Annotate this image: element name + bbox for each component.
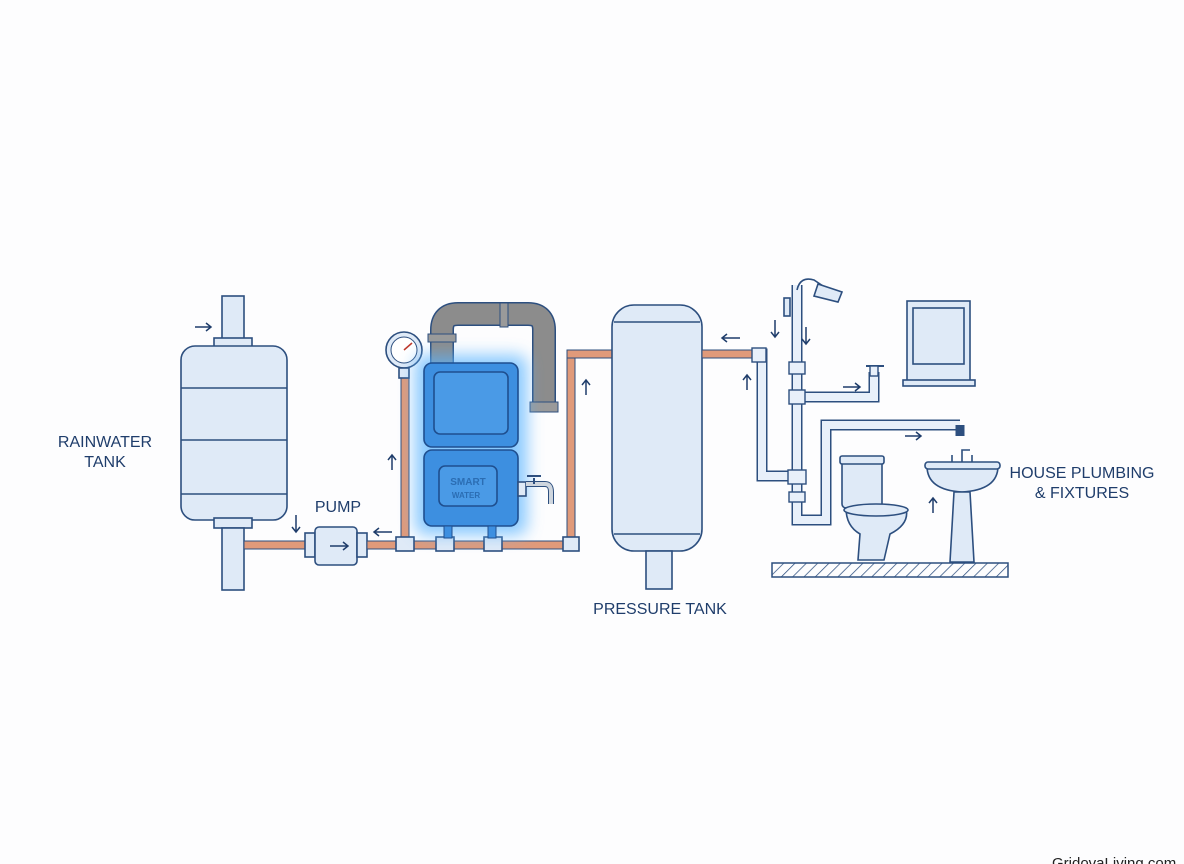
- gray-pipe-loop: [431, 303, 555, 412]
- house-plumbing-label-2: & FIXTURES: [1035, 485, 1129, 502]
- pump: [304, 526, 368, 566]
- house-plumbing-label-1: HOUSE PLUMBING: [1010, 465, 1155, 482]
- shower-head-icon: [783, 278, 844, 317]
- flow-arrow-up-icon: [928, 496, 938, 513]
- rainwater-label-2: TANK: [84, 454, 126, 471]
- pressure-gauge-icon: [385, 331, 423, 379]
- mirror: [902, 300, 976, 387]
- flow-arrow-down-icon: [291, 515, 301, 534]
- smart-water-unit: SMART WATER: [415, 355, 527, 539]
- flow-arrow-down-icon: [770, 320, 780, 339]
- rainwater-tank: [180, 295, 288, 591]
- house-pipes: [751, 285, 965, 526]
- floor: [771, 562, 1009, 578]
- flow-arrow-right-icon: [195, 322, 213, 332]
- sink: [924, 449, 1001, 563]
- flow-arrow-up-icon: [742, 373, 752, 390]
- flow-arrow-right-icon: [843, 382, 862, 392]
- pump-label: PUMP: [315, 499, 361, 516]
- flow-arrow-right-icon: [905, 431, 923, 441]
- flow-arrow-up-icon: [387, 453, 397, 470]
- pressure-tank-label: PRESSURE TANK: [593, 601, 727, 618]
- flow-arrow-down-icon: [801, 327, 811, 346]
- rainwater-label-1: RAINWATER: [58, 434, 152, 451]
- flow-arrow-left-icon: [372, 527, 392, 537]
- tap-icon[interactable]: [866, 365, 884, 377]
- faucet-icon[interactable]: [517, 475, 554, 504]
- smart-label-1: SMART: [450, 477, 486, 488]
- flow-arrow-up-icon: [581, 378, 591, 395]
- smart-label-2: WATER: [452, 491, 481, 500]
- pressure-tank: [611, 304, 703, 590]
- flow-arrow-left-icon: [720, 333, 740, 343]
- toilet: [839, 455, 909, 561]
- watermark: GridovaLiving.com: [1052, 855, 1176, 864]
